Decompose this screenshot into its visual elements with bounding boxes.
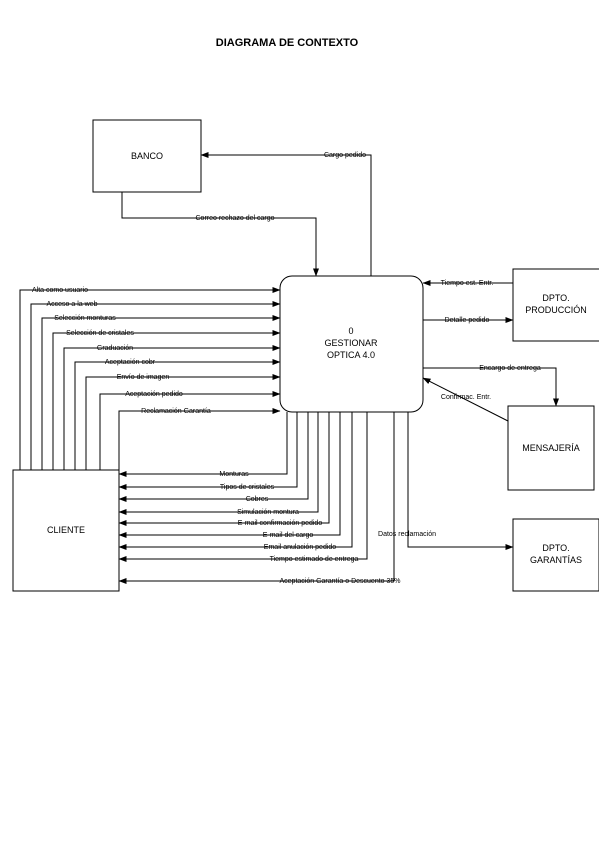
- flow-out-arrow: [118, 412, 319, 515]
- entity-dpto-garantias-line2: GARANTÍAS: [530, 555, 582, 565]
- flow-out-arrow: [118, 412, 368, 562]
- entity-banco: [92, 119, 202, 193]
- process-name-line2: OPTICA 4.0: [327, 350, 375, 360]
- flow-in-arrow: [30, 301, 281, 470]
- flow-in-label: Reclamación Garantía: [141, 408, 211, 415]
- flow-out-arrow: [118, 412, 353, 550]
- entity-dpto-garantias: [512, 518, 599, 592]
- flow-in-label: Envío de imagen: [117, 374, 170, 381]
- flow-in-label: Aceptación cobr: [105, 359, 156, 366]
- flow-out-label: Cobres: [246, 496, 269, 503]
- process-name-line1: GESTIONAR: [324, 338, 378, 348]
- flow-in-arrow: [99, 391, 281, 470]
- cliente-output-flows: Monturas Tipos de cristales Cobres Simul…: [118, 412, 401, 585]
- flow-out-arrow: [118, 412, 288, 477]
- flow-out-label: Simulación montura: [237, 509, 299, 516]
- flow-out-label: Tiempo estimado de entrega: [270, 556, 359, 563]
- flow-in-label: Aceptación pedido: [125, 391, 183, 398]
- entity-banco-label: BANCO: [131, 151, 163, 161]
- flow-out-label: Aceptación Garantía o Descuento 35%: [279, 578, 400, 585]
- flow-in-arrow: [85, 374, 281, 470]
- flow-out-arrow: [118, 412, 309, 502]
- diagram-title: DIAGRAMA DE CONTEXTO: [216, 37, 359, 49]
- flow-in-arrow: [41, 315, 281, 470]
- entity-dpto-garantias-line1: DPTO.: [542, 543, 569, 553]
- process-number: 0: [348, 326, 353, 336]
- flow-out-label: Tipos de cristales: [220, 484, 275, 491]
- flow-in-arrow: [52, 330, 281, 470]
- flow-out-label: Monturas: [219, 471, 249, 478]
- flow-in-arrow: [74, 359, 281, 470]
- flow-out-arrow: [118, 412, 395, 584]
- flow-out-label: E-mail del cargo: [263, 532, 314, 539]
- entity-mensajeria: [507, 405, 595, 491]
- flow-in-label: Graduación: [97, 345, 133, 352]
- flow-in-arrow: [19, 287, 281, 470]
- flow-encargo-entrega-arrow: [423, 367, 559, 407]
- flow-in-label: Selección de cristales: [66, 330, 134, 337]
- flow-in-label: Alta como usuario: [32, 287, 88, 294]
- flow-datos-reclamacion-arrow: [407, 412, 514, 550]
- flow-out-arrow: [118, 412, 330, 526]
- cliente-input-flows: Alta como usuario Acceso a la web Selecc…: [19, 287, 281, 470]
- flow-confirmac-entr-arrow: [422, 377, 509, 422]
- flow-in-arrow: [118, 408, 281, 470]
- flow-correo-rechazo-arrow: [121, 192, 319, 277]
- entity-cliente-label: CLIENTE: [47, 525, 85, 535]
- entity-dpto-produccion: [512, 268, 599, 342]
- flow-correo-rechazo-label: Correo rechazo del cargo: [196, 215, 275, 222]
- flow-out-arrow: [118, 412, 298, 490]
- flow-in-arrow: [63, 345, 281, 470]
- flow-out-label: E-mail confirmación pedido: [238, 520, 323, 527]
- flow-datos-reclamacion-label: Datos reclamación: [378, 531, 436, 538]
- entity-cliente: [12, 469, 120, 592]
- entity-mensajeria-label: MENSAJERÍA: [522, 443, 580, 453]
- flow-cargo-pedido-arrow: [200, 152, 372, 276]
- flow-cargo-pedido-label: Cargo pedido: [324, 152, 366, 159]
- entity-dpto-produccion-line2: PRODUCCIÓN: [525, 305, 587, 315]
- flow-out-arrow: [118, 412, 341, 538]
- flow-detalle-pedido-label: Detalle pedido: [445, 317, 490, 324]
- flow-in-label: Acceso a la web: [47, 301, 98, 308]
- flow-encargo-entrega-label: Encargo de entrega: [479, 365, 541, 372]
- flow-tiempo-est-label: Tiempo est. Entr.: [441, 280, 494, 287]
- flow-out-label: Email anulación pedido: [264, 544, 336, 551]
- flow-in-label: Selección monturas: [54, 315, 116, 322]
- entity-dpto-produccion-line1: DPTO.: [542, 293, 569, 303]
- flow-confirmac-entr-label: Confirmac. Entr.: [441, 394, 491, 401]
